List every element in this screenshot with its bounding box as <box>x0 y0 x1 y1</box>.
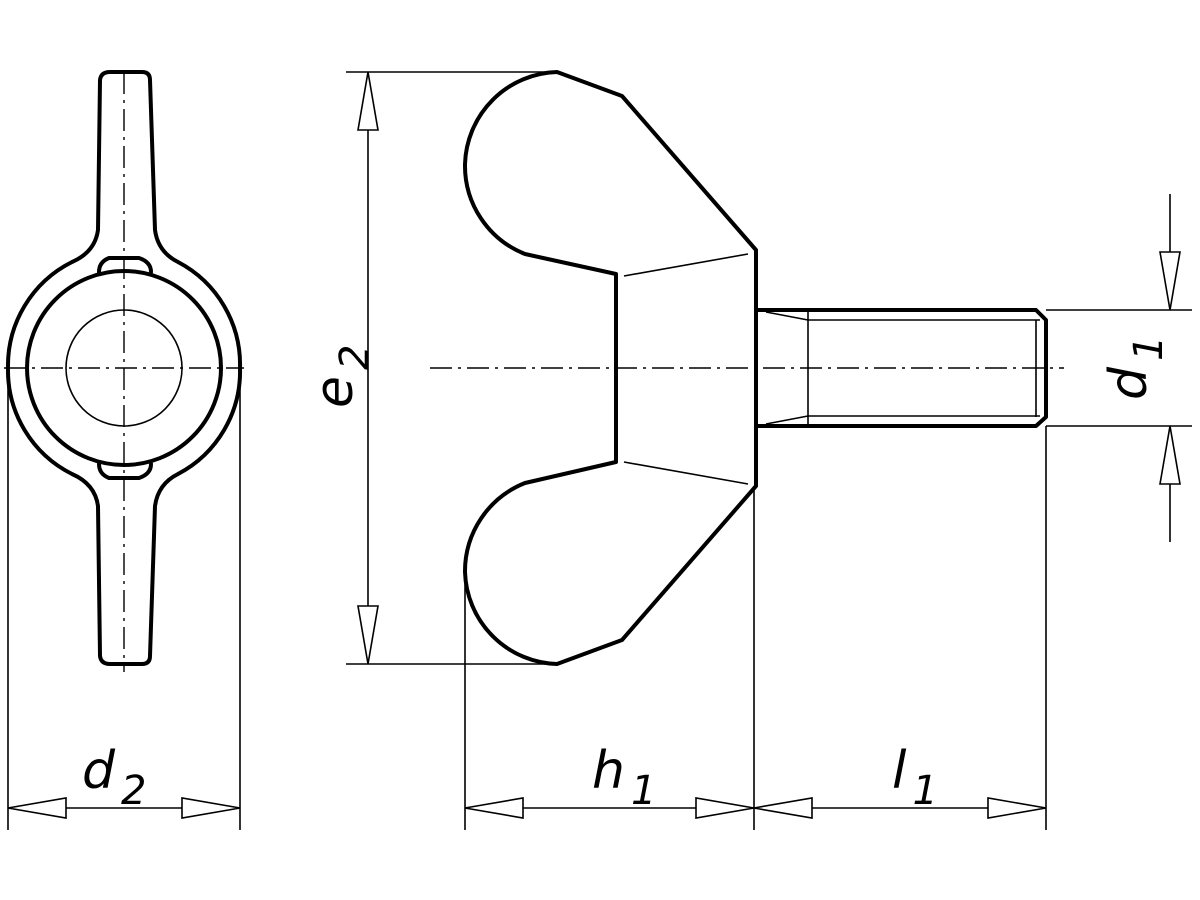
d1-arrow-top <box>1159 251 1181 311</box>
l1-arrow-right <box>987 797 1047 819</box>
front-lower-wing-inner <box>97 462 153 480</box>
d2-arrow-right <box>181 797 241 819</box>
e2-arrow-bottom <box>357 605 379 665</box>
thread-runout-bottom <box>765 415 809 425</box>
thread-runout-top <box>765 311 809 321</box>
side-upper-transition-line <box>623 253 749 277</box>
h1-arrow-left <box>464 797 524 819</box>
h1-arrow-right <box>695 797 755 819</box>
e2-arrow-top <box>357 71 379 131</box>
side-lower-transition-line <box>623 461 749 485</box>
d1-label: d1 <box>1099 336 1172 400</box>
dimension-e2: e2 <box>305 71 557 665</box>
front-view <box>4 70 244 672</box>
d2-arrow-left <box>7 797 67 819</box>
side-view <box>430 70 1064 666</box>
e2-label: e2 <box>305 345 378 408</box>
side-wing-outline <box>462 70 758 666</box>
dimension-d1: d1 <box>1046 194 1192 542</box>
side-shank-outline <box>754 308 1048 428</box>
l1-arrow-left <box>753 797 813 819</box>
d1-arrow-bottom <box>1159 425 1181 485</box>
